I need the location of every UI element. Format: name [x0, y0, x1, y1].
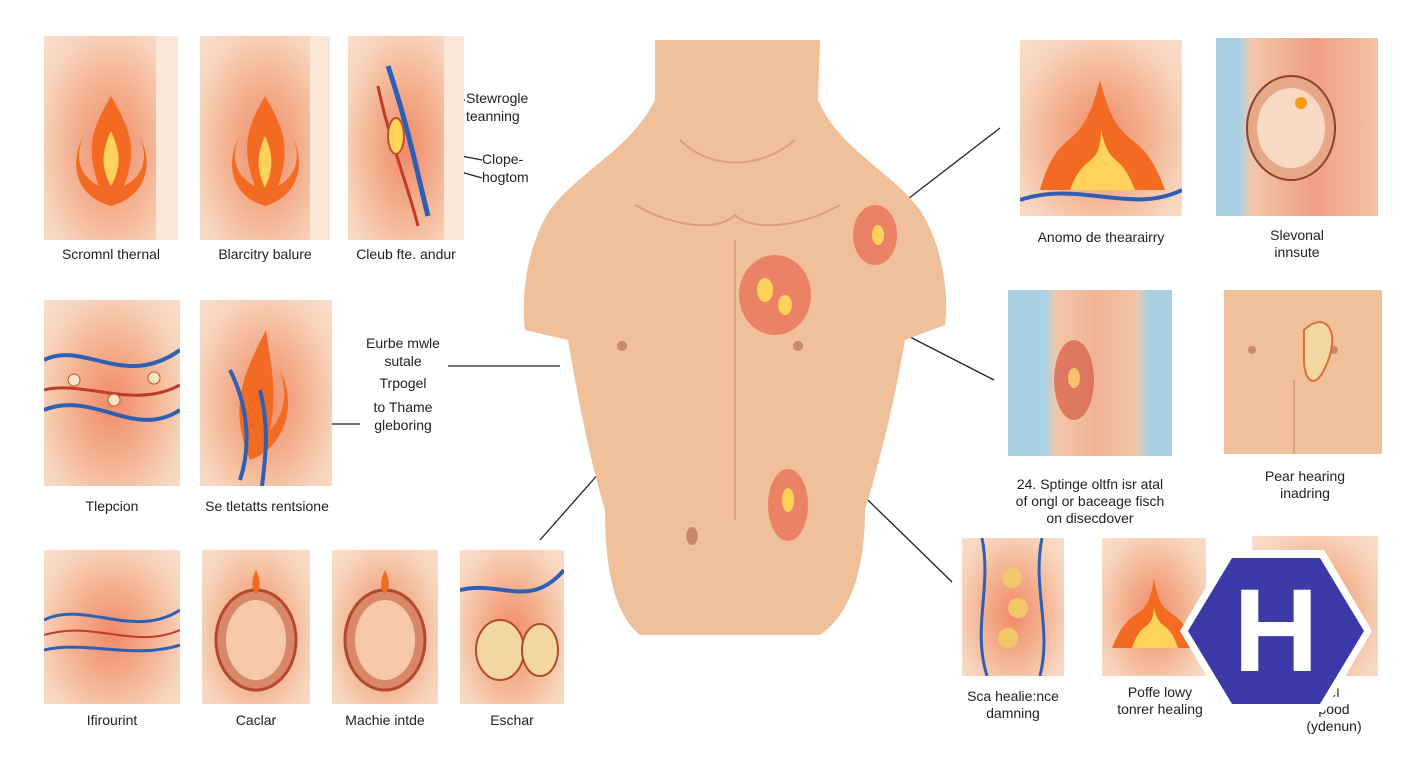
- caption-clot: Cleub fte. andur: [356, 246, 456, 262]
- logo-letter: H: [1233, 565, 1318, 697]
- thermal-panel: [44, 36, 178, 240]
- scar-panel: [962, 538, 1064, 676]
- torso-icon: [1248, 321, 1338, 454]
- poffe-panel: [1102, 538, 1206, 676]
- machine-panel: [332, 550, 438, 704]
- flame-icon: [228, 330, 289, 486]
- chest-burn: [739, 255, 811, 335]
- flame-icon: [232, 36, 330, 240]
- caption-anomo: Anomo de thearairry: [1037, 229, 1165, 245]
- vessels-icon: [44, 608, 180, 653]
- torso-illustration: [523, 40, 947, 635]
- pear-panel: [1224, 290, 1382, 454]
- eschar-icon: [460, 568, 564, 681]
- vessels-icon: [44, 348, 180, 422]
- flame-icon: [76, 36, 178, 240]
- caption-tension: Se tletatts rentsione: [205, 498, 329, 514]
- cells-icon: [979, 538, 1046, 676]
- caption-infrared: Ifirourint: [86, 712, 138, 728]
- caption-pear: Pear hearing inadring: [1264, 468, 1346, 501]
- tissue-panel: [44, 300, 180, 486]
- eschar-panel: [460, 550, 564, 704]
- caption-electricity: Blarcitry balure: [218, 246, 312, 262]
- caption-machine: Machie intde: [345, 712, 425, 728]
- label-eurbe: Eurbe mwle sutale: [366, 335, 440, 369]
- caption-eschar: Eschar: [490, 712, 534, 728]
- caption-sptinge: 24. Sptinge oltfn isr atal of ongl or ba…: [1015, 476, 1165, 526]
- caption-slevonal: Slevonal innsute: [1270, 227, 1324, 260]
- caption-caclar: Caclar: [235, 712, 277, 728]
- wound-icon: [343, 570, 427, 692]
- caption-poffe: Poffe lowy tonrer healing: [1117, 684, 1203, 717]
- arm-burn-icon: [1054, 340, 1094, 420]
- label-clope: Clope- hogtom: [482, 151, 529, 185]
- arm-panel: [1008, 290, 1172, 456]
- vessel-icon: [376, 36, 464, 240]
- shoulder-burn: [853, 205, 897, 265]
- clot-panel: [348, 36, 464, 240]
- caclar-panel: [202, 550, 310, 704]
- abdomen-burn: [768, 469, 808, 541]
- hospital-logo: H: [1180, 550, 1372, 712]
- anomo-panel: [1020, 40, 1182, 216]
- infrared-panel: [44, 550, 180, 704]
- caption-scar: Sca healie:nce damning: [967, 688, 1059, 721]
- tension-panel: [200, 300, 332, 486]
- electricity-panel: [200, 36, 330, 240]
- label-thame: to Thame gleboring: [373, 399, 433, 433]
- wound-icon: [214, 570, 298, 692]
- caption-thermal: Scromnl thernal: [61, 246, 161, 262]
- caption-tlepcion: Tlepcion: [85, 498, 139, 514]
- slevonal-panel: [1216, 38, 1378, 216]
- flame-icon: [1020, 80, 1182, 202]
- flame-icon: [1112, 578, 1196, 648]
- cell-icon: [1246, 75, 1336, 181]
- label-trpogel: Trpogel: [379, 375, 427, 391]
- label-stewrogle: Stewrogle teanning: [466, 90, 529, 124]
